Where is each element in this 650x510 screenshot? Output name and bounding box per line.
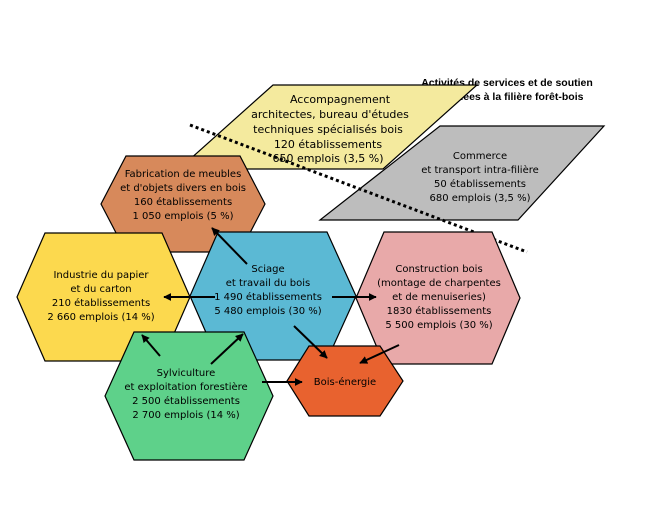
svg-text:1 050 emplois (5 %): 1 050 emplois (5 %) bbox=[133, 211, 234, 222]
svg-text:650 emplois (3,5 %): 650 emplois (3,5 %) bbox=[272, 152, 383, 165]
svg-text:5 480 emplois (30 %): 5 480 emplois (30 %) bbox=[214, 306, 321, 317]
svg-text:et exploitation forestière: et exploitation forestière bbox=[124, 381, 247, 393]
svg-text:Fabrication de meubles: Fabrication de meubles bbox=[125, 169, 242, 180]
accompagnement-label: Accompagnement architectes, bureau d'étu… bbox=[251, 93, 409, 165]
arrow-sylviculture-to-papier bbox=[141, 334, 161, 357]
svg-text:210 établissements: 210 établissements bbox=[52, 297, 150, 309]
svg-text:Commerce: Commerce bbox=[453, 151, 507, 162]
svg-text:680 emplois (3,5 %): 680 emplois (3,5 %) bbox=[430, 193, 531, 204]
arrow-construction-to-energie bbox=[359, 344, 400, 364]
svg-text:120 établissements: 120 établissements bbox=[274, 138, 382, 151]
commerce-label: Commerce et transport intra-filière 50 é… bbox=[421, 151, 539, 204]
title-line-2: associées à la filière forêt-bois bbox=[431, 91, 584, 103]
svg-text:160 établissements: 160 établissements bbox=[134, 196, 232, 208]
svg-text:et travail du bois: et travail du bois bbox=[226, 278, 311, 289]
svg-text:et du carton: et du carton bbox=[70, 284, 131, 295]
construction-label: Construction bois (montage de charpentes… bbox=[377, 264, 501, 331]
svg-text:et transport intra-filière: et transport intra-filière bbox=[421, 164, 539, 176]
svg-text:architectes, bureau d'études: architectes, bureau d'études bbox=[251, 108, 409, 121]
svg-text:Sciage: Sciage bbox=[251, 264, 284, 275]
svg-text:2 660 emplois (14 %): 2 660 emplois (14 %) bbox=[47, 312, 154, 323]
svg-text:Construction bois: Construction bois bbox=[395, 264, 482, 275]
svg-text:(montage de charpentes: (montage de charpentes bbox=[377, 278, 501, 289]
meubles-label: Fabrication de meubles et d'objets diver… bbox=[120, 169, 246, 222]
svg-text:2 500 établissements: 2 500 établissements bbox=[132, 395, 240, 407]
separator-dotted-line bbox=[189, 123, 528, 254]
hex-sylviculture bbox=[104, 331, 274, 461]
svg-text:techniques spécialisés bois: techniques spécialisés bois bbox=[253, 123, 403, 136]
arrow-sciage-to-meubles bbox=[211, 227, 248, 265]
svg-text:et de menuiseries): et de menuiseries) bbox=[392, 292, 486, 303]
sylviculture-label: Sylviculture et exploitation forestière … bbox=[124, 368, 247, 421]
sciage-label: Sciage et travail du bois 1 490 établiss… bbox=[214, 264, 322, 317]
svg-text:Industrie du papier: Industrie du papier bbox=[53, 270, 149, 281]
svg-text:Sylviculture: Sylviculture bbox=[157, 368, 216, 379]
arrow-sciage-to-energie bbox=[293, 325, 328, 359]
svg-text:1 490 établissements: 1 490 établissements bbox=[214, 291, 322, 303]
papier-label: Industrie du papier et du carton 210 éta… bbox=[47, 270, 154, 323]
svg-text:1830 établissements: 1830 établissements bbox=[387, 305, 492, 317]
arrow-sylviculture-to-sciage bbox=[210, 333, 244, 365]
svg-text:et d'objets divers en bois: et d'objets divers en bois bbox=[120, 183, 246, 194]
svg-text:50 établissements: 50 établissements bbox=[434, 178, 526, 190]
energie-label: Bois-énergie bbox=[314, 376, 376, 388]
svg-text:5 500 emplois (30 %): 5 500 emplois (30 %) bbox=[385, 320, 492, 331]
svg-text:Accompagnement: Accompagnement bbox=[290, 93, 391, 106]
svg-text:2 700 emplois (14 %): 2 700 emplois (14 %) bbox=[132, 410, 239, 421]
